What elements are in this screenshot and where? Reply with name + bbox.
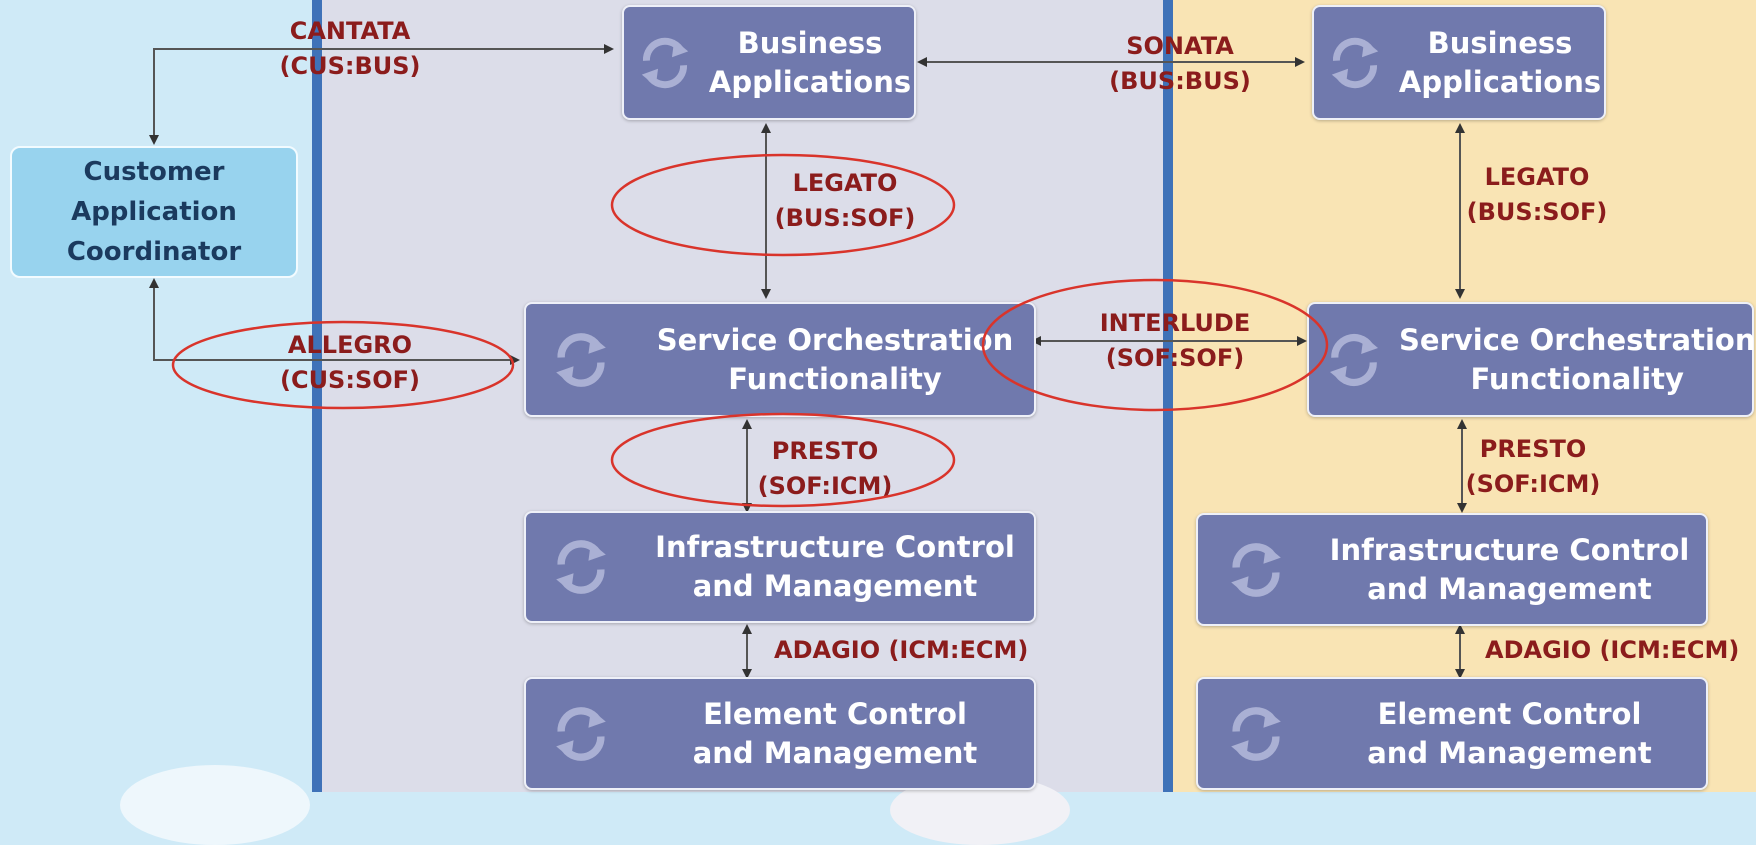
right-domain-divider [1163, 0, 1173, 792]
legato-right-label: LEGATO (BUS:SOF) [1452, 160, 1622, 230]
left-business-line1: Business [737, 25, 883, 60]
presto-right-code: (SOF:ICM) [1465, 470, 1601, 498]
adagio-right-text: ADAGIO (ICM:ECM) [1485, 636, 1740, 664]
legato-highlight-ellipse [610, 153, 956, 257]
customer-application-coordinator-box: Customer Application Coordinator [10, 146, 298, 278]
right-infrastructure-control-box: Infrastructure Control and Management [1196, 513, 1708, 626]
refresh-icon [1314, 34, 1396, 92]
allegro-code: (CUS:SOF) [279, 366, 420, 394]
presto-highlight-ellipse [610, 412, 956, 508]
sonata-label: SONATA (BUS:BUS) [1090, 29, 1270, 99]
allegro-connector [149, 278, 520, 365]
legato-right-code: (BUS:SOF) [1466, 198, 1608, 226]
sonata-code: (BUS:BUS) [1109, 67, 1251, 95]
left-element-line2: and Management [692, 735, 978, 770]
right-infrastructure-line1: Infrastructure Control [1329, 532, 1690, 567]
legato-left-code: (BUS:SOF) [774, 204, 916, 232]
refresh-icon [526, 703, 636, 765]
left-service-line2: Functionality [728, 361, 942, 396]
interlude-name: INTERLUDE [1099, 309, 1251, 337]
right-service-line2: Functionality [1470, 361, 1684, 396]
legato-right-name: LEGATO [1484, 163, 1590, 191]
left-infrastructure-line2: and Management [692, 569, 978, 603]
left-element-line1: Element Control [703, 696, 967, 731]
right-element-control-box: Element Control and Management [1196, 677, 1708, 790]
refresh-icon [526, 536, 636, 598]
refresh-icon [526, 329, 636, 391]
presto-right-name: PRESTO [1479, 435, 1587, 463]
interlude-label: INTERLUDE (SOF:SOF) [1085, 306, 1265, 376]
cantata-name: CANTATA [289, 17, 411, 45]
left-business-line2: Applications [708, 64, 912, 99]
allegro-name: ALLEGRO [287, 331, 413, 359]
left-element-control-box: Element Control and Management [524, 677, 1036, 790]
legato-left-name: LEGATO [792, 169, 898, 197]
right-business-line2: Applications [1398, 64, 1602, 99]
presto-left-code: (SOF:ICM) [757, 472, 893, 500]
left-infrastructure-control-box: Infrastructure Control and Management [524, 511, 1036, 623]
refresh-icon [1198, 539, 1313, 601]
refresh-icon [1198, 703, 1313, 765]
presto-right-label: PRESTO (SOF:ICM) [1448, 432, 1618, 502]
cantata-label: CANTATA (CUS:BUS) [260, 14, 440, 84]
interlude-highlight-ellipse [981, 278, 1329, 412]
presto-left-label: PRESTO (SOF:ICM) [740, 434, 910, 504]
sonata-name: SONATA [1126, 32, 1234, 60]
adagio-left-label: ADAGIO (ICM:ECM) [774, 633, 1028, 668]
left-infrastructure-line1: Infrastructure Control [655, 530, 1015, 564]
cantata-connector [149, 44, 614, 145]
highlight-layer [171, 153, 1329, 508]
adagio-right-label: ADAGIO (ICM:ECM) [1485, 633, 1739, 668]
right-infrastructure-line2: and Management [1367, 571, 1652, 606]
right-service-line1: Service Orchestration [1399, 322, 1756, 357]
left-service-line1: Service Orchestration [656, 322, 1014, 357]
allegro-highlight-ellipse [171, 320, 515, 410]
right-element-line1: Element Control [1377, 696, 1642, 731]
legato-left-label: LEGATO (BUS:SOF) [760, 166, 930, 236]
presto-left-name: PRESTO [771, 437, 879, 465]
adagio-left-text: ADAGIO (ICM:ECM) [774, 636, 1029, 664]
customer-box-line2: Application [71, 197, 237, 227]
refresh-icon [624, 34, 706, 92]
cantata-code: (CUS:BUS) [279, 52, 421, 80]
right-element-line2: and Management [1367, 735, 1652, 770]
allegro-label: ALLEGRO (CUS:SOF) [260, 328, 440, 398]
customer-box-line3: Coordinator [66, 237, 242, 267]
connector-layer [149, 44, 1467, 679]
refresh-icon [1309, 330, 1399, 390]
right-business-line1: Business [1427, 25, 1573, 60]
customer-box-line1: Customer [83, 157, 225, 187]
interlude-code: (SOF:SOF) [1105, 344, 1245, 372]
left-domain-divider [312, 0, 322, 792]
